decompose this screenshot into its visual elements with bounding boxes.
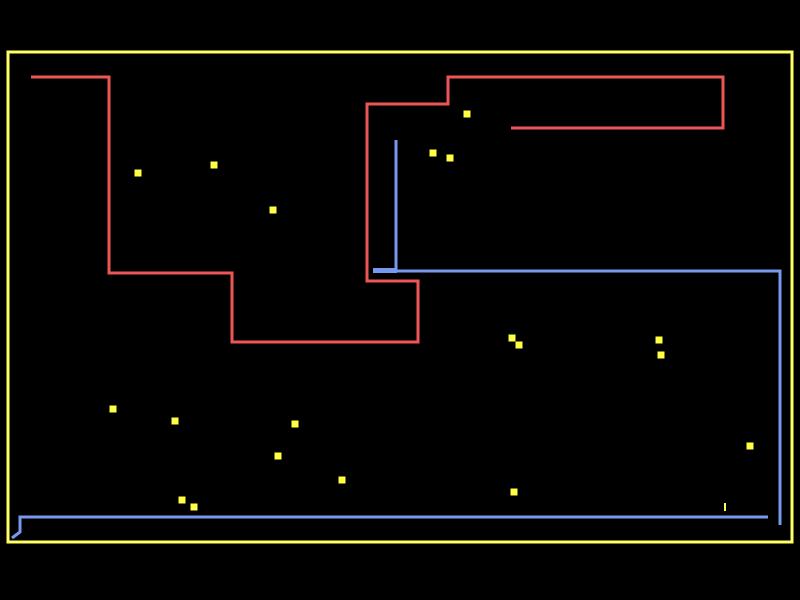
blue-player-trail-lower — [11, 515, 768, 540]
pellet — [655, 336, 663, 344]
pellet — [657, 351, 665, 359]
pellet — [274, 452, 282, 460]
pellet — [463, 110, 471, 118]
pellet-layer — [109, 110, 754, 511]
pellet — [338, 476, 346, 484]
pellet — [109, 405, 117, 413]
pellet — [510, 488, 518, 496]
blue-player-head — [373, 268, 397, 273]
pellet — [291, 420, 299, 428]
red-player-trail — [31, 75, 725, 344]
pellet — [446, 154, 454, 162]
pellet — [429, 149, 437, 157]
pellet — [515, 341, 523, 349]
pellet — [269, 206, 277, 214]
pellet — [178, 496, 186, 504]
blue-player-trail-upper — [373, 140, 782, 525]
arena-border — [6, 50, 794, 544]
pellet — [746, 442, 754, 450]
pellet — [210, 161, 218, 169]
pellet — [134, 169, 142, 177]
pellet — [190, 503, 198, 511]
pellet — [171, 417, 179, 425]
pellet — [508, 334, 516, 342]
bonus-marker — [724, 503, 726, 511]
